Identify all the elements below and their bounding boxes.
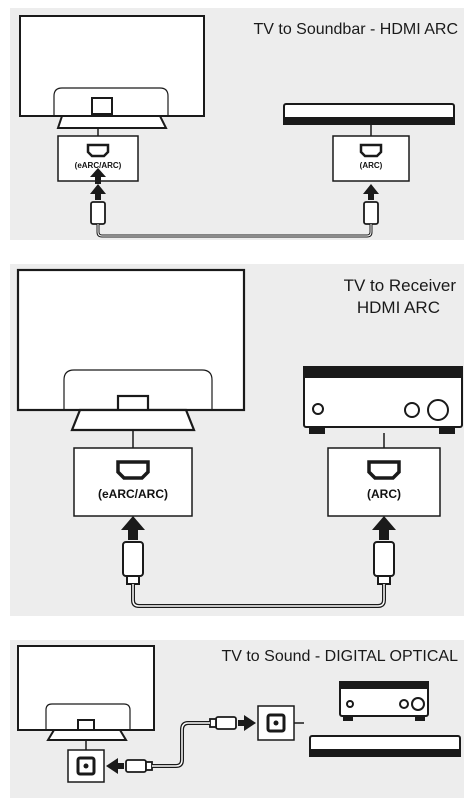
hdmi-cable [121,516,396,608]
device-optical-port [257,705,304,741]
hdmi-plug-icon [90,201,106,225]
arrow-up-icon [372,516,396,540]
receiver-icon [339,681,429,721]
soundbar-icon [309,735,461,757]
hdmi-port-icon [359,143,383,158]
arrow-up-icon [363,184,379,200]
tv-port-label: (eARC/ARC) [75,161,122,170]
soundbar-hdmi-port: (ARC) [332,124,410,182]
tv-port-label: (eARC/ARC) [98,487,168,501]
soundbar-port-label: (ARC) [360,161,383,170]
arrow-up-icon [106,758,124,774]
arrow-up-icon [121,516,145,540]
panel-title-line2: HDMI ARC [356,298,440,317]
hdmi-plug-icon [363,201,379,225]
tv-icon [19,15,205,129]
hdmi-port-icon [367,460,401,480]
panel-soundbar-hdmi-arc: (eARC/ARC) (ARC) TV to Soundbar - HDMI A… [10,8,464,240]
panel-digital-optical: TV to Sound - DIGITAL OPTICAL [10,640,464,798]
hdmi-plug-icon [122,541,144,577]
hdmi-port-icon [116,460,150,480]
optical-cable [106,715,256,774]
tv-optical-port [67,740,105,783]
hdmi-port-icon [86,143,110,158]
receiver-hdmi-port: (ARC) [327,433,441,517]
panel-title-line1: TV to Receiver [343,276,456,295]
optical-diagram [17,645,461,783]
arrow-up-icon [238,715,256,731]
tv-icon [16,268,246,432]
panel-receiver-hdmi-arc: (eARC/ARC) (ARC) TV to Receiver HDMI ARC [10,264,464,616]
soundbar-icon [283,103,455,125]
panel-title: TV to Soundbar - HDMI ARC [253,21,458,38]
hdmi-cable [90,184,379,238]
arrow-up-icon [90,184,106,200]
arrow-up-icon [90,168,106,184]
hdmi-plug-icon [373,541,395,577]
panel-title: TV to Sound - DIGITAL OPTICAL [221,648,458,665]
receiver-icon [303,366,463,434]
tv-hdmi-port: (eARC/ARC) [73,430,193,517]
receiver-port-label: (ARC) [367,487,401,501]
optical-plug-icon [215,716,237,730]
receiver-hdmi-diagram: (eARC/ARC) (ARC) [16,268,463,608]
optical-plug-icon [125,759,147,773]
soundbar-hdmi-diagram: (eARC/ARC) (ARC) [19,15,455,238]
tv-icon [17,645,155,741]
